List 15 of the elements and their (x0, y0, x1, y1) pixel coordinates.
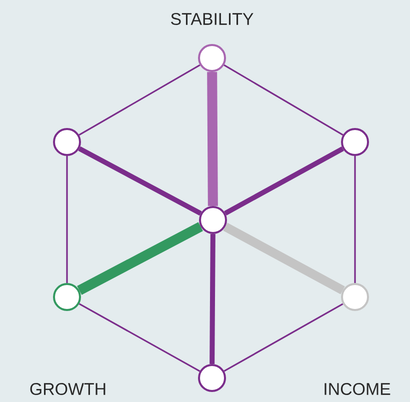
connector-line (224, 303, 344, 372)
axis-label: STABILITY (171, 13, 254, 25)
connector-line (66, 156, 68, 283)
connector-line (78, 64, 200, 136)
connector-line (78, 303, 200, 372)
connector-line (223, 222, 345, 294)
connector-line (354, 156, 356, 283)
connector-line (210, 234, 216, 364)
connector-line (78, 146, 202, 216)
connector-line (77, 222, 203, 295)
axis-label: INCOME (324, 383, 390, 395)
connector-line (224, 64, 344, 136)
connector-line (207, 72, 218, 206)
connector-line (224, 146, 344, 216)
axis-label: GROWTH (30, 383, 106, 395)
